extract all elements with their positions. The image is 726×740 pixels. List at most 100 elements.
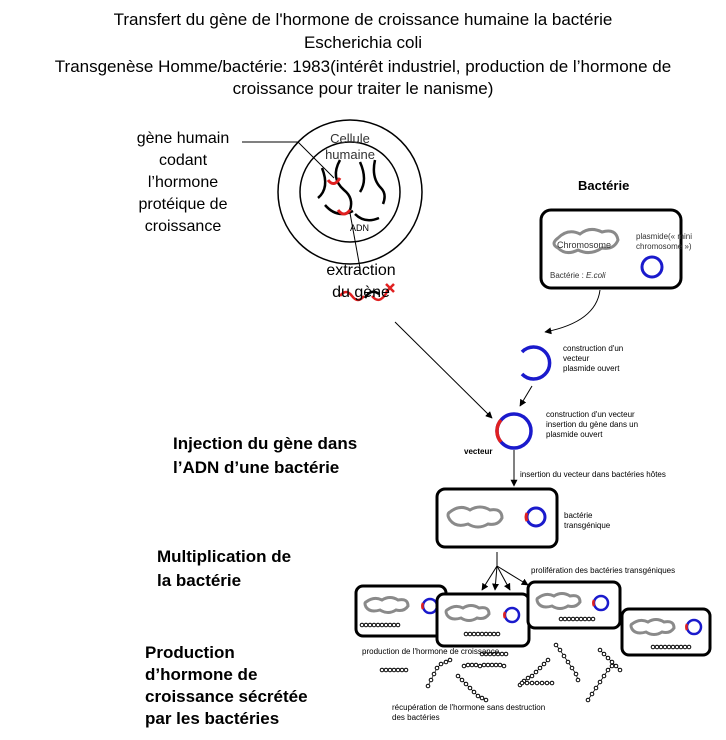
amino-acid-bead bbox=[461, 663, 467, 669]
amino-acid-bead bbox=[443, 659, 449, 665]
arrow-to-vector bbox=[394, 321, 493, 419]
amino-acid-bead bbox=[473, 662, 479, 668]
amino-acid-bead bbox=[654, 644, 660, 650]
amino-acid-bead bbox=[666, 644, 672, 650]
human-cell bbox=[277, 119, 423, 265]
gene-label: gène humain codant l’hormone protéique d… bbox=[118, 128, 248, 238]
proliferation-arrows bbox=[481, 552, 529, 591]
amino-acid-bead bbox=[574, 616, 580, 622]
open-vector-line-2: vecteur bbox=[563, 354, 590, 363]
amino-acid-bead bbox=[428, 677, 434, 683]
amino-acid-bead bbox=[561, 653, 567, 659]
amino-acid-bead bbox=[549, 680, 555, 686]
amino-acid-bead bbox=[483, 631, 489, 637]
amino-acid-bead bbox=[525, 675, 531, 681]
amino-acid-bead bbox=[565, 659, 571, 665]
recovery-label: récupération de l'hormone sans destructi… bbox=[392, 703, 545, 723]
amino-acid-bead bbox=[463, 631, 469, 637]
amino-acid-bead bbox=[475, 631, 481, 637]
amino-acid-bead bbox=[570, 616, 576, 622]
amino-acid-bead bbox=[605, 667, 611, 673]
amino-acid-bead bbox=[455, 673, 461, 679]
amino-acid-bead bbox=[582, 616, 588, 622]
step-production-line-2: d’hormone de bbox=[145, 665, 258, 684]
amino-acid-bead bbox=[537, 665, 543, 671]
amino-acid-bead bbox=[379, 622, 385, 628]
amino-acid-bead bbox=[586, 616, 592, 622]
amino-acid-bead bbox=[499, 651, 505, 657]
amino-acid-bead bbox=[566, 616, 572, 622]
open-vector-label: construction d'un vecteur plasmide ouver… bbox=[563, 344, 623, 374]
amino-acid-bead bbox=[425, 683, 431, 689]
insert-vector-line-2: insertion du gène dans un bbox=[546, 420, 639, 429]
insert-vector-line-3: plasmide ouvert bbox=[546, 430, 603, 439]
step-production-line-4: par les bactéries bbox=[145, 709, 280, 728]
hormone-chains bbox=[359, 616, 692, 703]
amino-acid-bead bbox=[438, 661, 444, 667]
amino-acid-bead bbox=[475, 693, 481, 699]
extraction-line-1: extraction bbox=[326, 262, 396, 279]
adn-label: ADN bbox=[350, 223, 370, 233]
cell-label: Cellule humaine bbox=[310, 131, 390, 163]
open-vector-line-3: plasmide ouvert bbox=[563, 364, 620, 373]
amino-acid-bead bbox=[533, 669, 539, 675]
amino-acid-bead bbox=[467, 685, 473, 691]
amino-acid-bead bbox=[467, 631, 473, 637]
transgenic-line-2: transgénique bbox=[564, 521, 611, 530]
amino-acid-bead bbox=[489, 662, 495, 668]
amino-acid-bead bbox=[483, 697, 489, 703]
amino-acid-bead bbox=[395, 667, 401, 673]
amino-acid-bead bbox=[670, 644, 676, 650]
amino-acid-bead bbox=[367, 622, 373, 628]
insertion-hosts-label: insertion du vecteur dans bactéries hôte… bbox=[520, 470, 666, 479]
gene-label-line-2: codant bbox=[158, 152, 208, 169]
amino-acid-bead bbox=[524, 680, 530, 686]
amino-acid-bead bbox=[539, 680, 545, 686]
title-line-1: Transfert du gène de l'hormone de croiss… bbox=[113, 10, 613, 29]
amino-acid-bead bbox=[491, 631, 497, 637]
amino-acid-bead bbox=[431, 671, 437, 677]
adn-leader-line bbox=[349, 212, 361, 269]
step-multiplication-line-2: la bactérie bbox=[157, 571, 242, 590]
amino-acid-bead bbox=[590, 616, 596, 622]
amino-acid-bead bbox=[558, 616, 564, 622]
amino-acid-bead bbox=[493, 662, 499, 668]
inserted-gene bbox=[495, 418, 503, 444]
daughter-bacterium-1 bbox=[354, 584, 448, 638]
amino-acid-bead bbox=[569, 665, 575, 671]
amino-acid-bead bbox=[379, 667, 385, 673]
gene-label-line-3: l’hormone bbox=[147, 174, 219, 191]
gene-label-line-1: gène humain bbox=[136, 130, 230, 147]
amino-acid-bead bbox=[609, 659, 615, 665]
proliferation-label: prolifération des bactéries transgénique… bbox=[531, 566, 676, 575]
extraction-line-2: du gène bbox=[332, 284, 390, 301]
step-multiplication: Multiplication de la bactérie bbox=[157, 545, 291, 593]
amino-acid-bead bbox=[674, 644, 680, 650]
amino-acid-bead bbox=[391, 667, 397, 673]
bacterial-chromosome bbox=[552, 227, 620, 255]
amino-acid-bead bbox=[395, 622, 401, 628]
gene-label-line-4: protéique de bbox=[138, 196, 228, 213]
amino-acid-bead bbox=[359, 622, 365, 628]
production-label: production de l'hormone de croissance bbox=[362, 647, 500, 656]
amino-acid-bead bbox=[658, 644, 664, 650]
amino-acid-bead bbox=[597, 679, 603, 685]
amino-acid-bead bbox=[601, 651, 607, 657]
step-injection: Injection du gène dans l’ADN d’une bacté… bbox=[173, 432, 357, 480]
amino-acid-bead bbox=[545, 657, 551, 663]
plasmid-label-line-1: plasmide(« mini bbox=[636, 232, 693, 241]
amino-acid-bead bbox=[399, 667, 405, 673]
vector-label: vecteur bbox=[464, 447, 493, 456]
amino-acid-bead bbox=[391, 622, 397, 628]
insert-vector-label: construction d'un vecteur insertion du g… bbox=[546, 410, 638, 440]
amino-acid-bead bbox=[387, 622, 393, 628]
species-label: Bactérie : E.coli bbox=[550, 271, 606, 281]
species-name: E.coli bbox=[586, 271, 606, 280]
recombinant-vector bbox=[495, 412, 533, 450]
amino-acid-bead bbox=[617, 667, 623, 673]
title-line-2: Escherichia coli bbox=[303, 33, 423, 52]
transgenic-bacterium bbox=[435, 487, 559, 549]
amino-acid-bead bbox=[562, 616, 568, 622]
step-production: Production d’hormone de croissance sécré… bbox=[145, 642, 308, 730]
